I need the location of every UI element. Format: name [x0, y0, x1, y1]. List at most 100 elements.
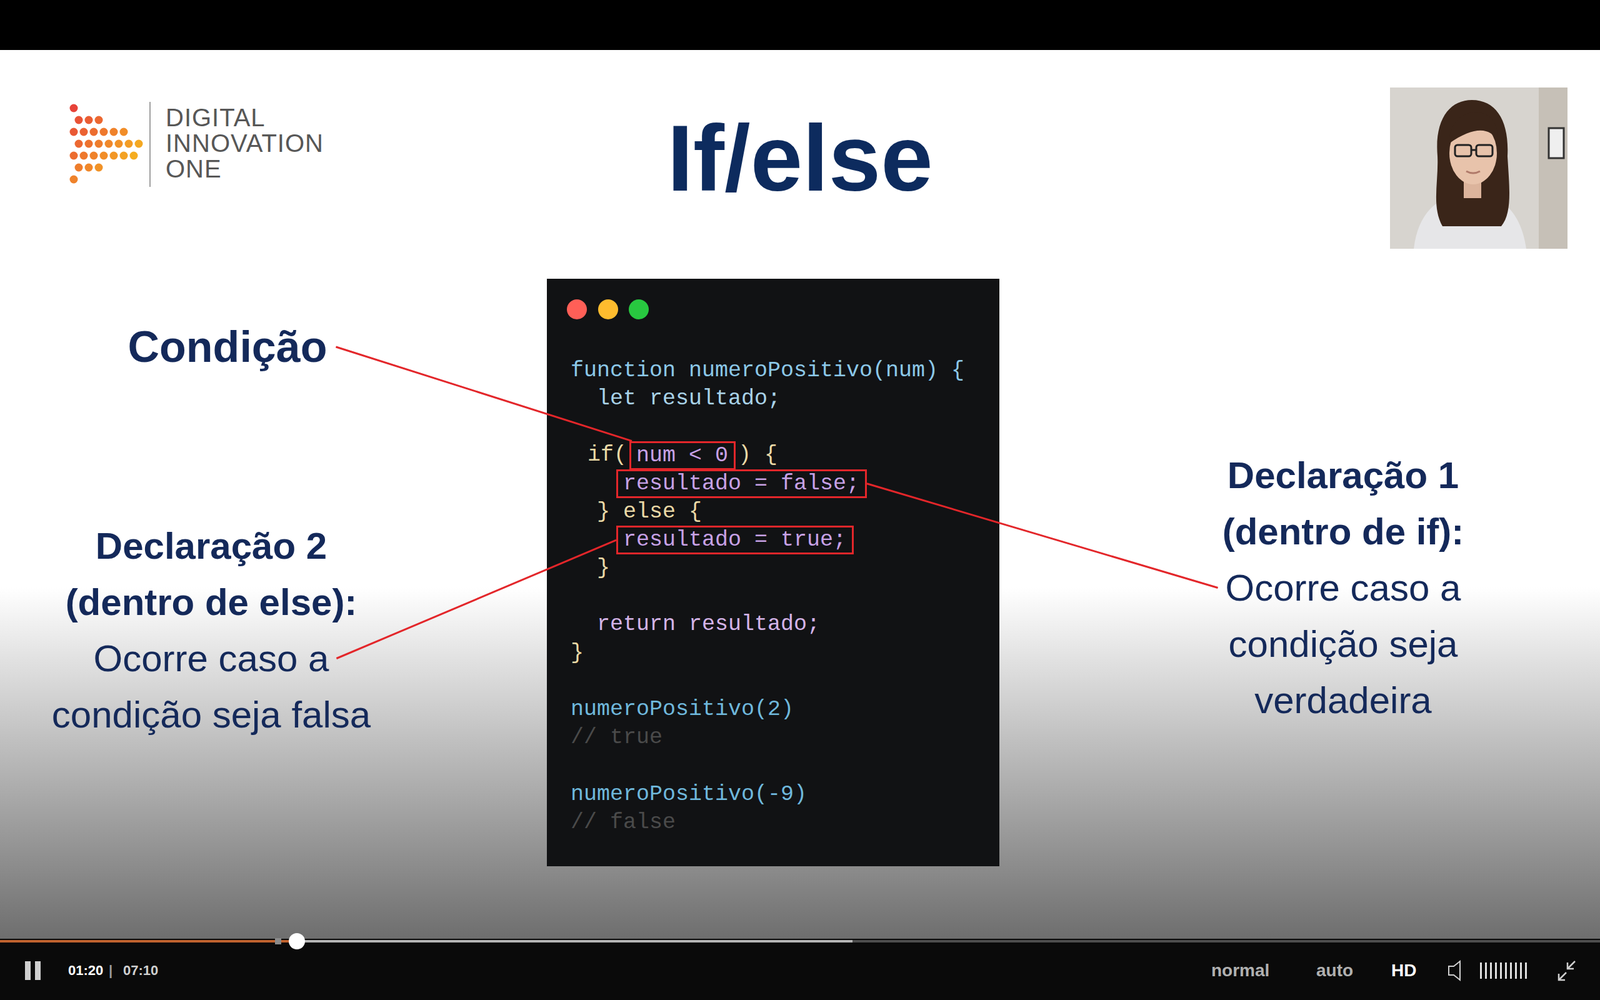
code-line: let resultado; — [596, 385, 781, 414]
highlight-box: resultado = true; — [616, 525, 854, 555]
code-text: if( — [587, 442, 627, 468]
code-line: } else { — [596, 498, 702, 527]
label-text: Ocorre caso a condição seja falsa — [51, 637, 371, 736]
progress-handle — [288, 933, 305, 950]
webcam-hair — [1436, 100, 1510, 227]
top-bar — [0, 0, 1600, 50]
logo-divider — [149, 101, 151, 187]
code-text: return resultado; — [596, 611, 820, 637]
logo-dot — [95, 163, 104, 172]
progress-played — [0, 940, 297, 943]
code-line: function numeroPositivo(num) { — [570, 356, 965, 385]
window-button — [566, 299, 587, 320]
volume-bar — [1485, 962, 1487, 979]
code-line: if( — [587, 441, 627, 470]
time-separator: | — [108, 961, 119, 980]
hd-badge: HD — [1391, 960, 1435, 982]
label-text: | — [108, 962, 113, 979]
code-text: let resultado; — [596, 386, 781, 412]
label-text: DIGITAL INNOVATION ONE — [165, 103, 324, 183]
logo-dot — [135, 140, 144, 149]
code-text: // false — [570, 810, 676, 835]
logo-dot — [120, 128, 129, 137]
pause-icon — [25, 961, 31, 980]
logo-dot — [125, 140, 134, 149]
volume-bar — [1490, 962, 1492, 979]
label-text: Ocorre caso a condição seja verdadeira — [1225, 566, 1462, 722]
code-text: resultado = false; — [623, 471, 860, 497]
label-text: Condição — [128, 322, 328, 372]
volume-icon — [1448, 961, 1460, 980]
callout-body: Ocorre caso a condição seja falsa — [42, 630, 380, 744]
webcam-mouth — [1466, 171, 1480, 174]
webcam-fringe — [1448, 112, 1498, 144]
label-text: 07:10 — [123, 962, 159, 979]
code-line: ) { — [738, 441, 778, 470]
control-bar — [0, 938, 1600, 1000]
code-text: resultado = true; — [623, 527, 847, 553]
webcam-glasses — [1471, 149, 1477, 152]
code-window-fill — [546, 278, 1000, 867]
volume-level — [1480, 962, 1527, 979]
callout-heading: Declaração 2 (dentro de else): — [42, 518, 380, 631]
window-button — [628, 299, 649, 320]
webcam-glasses — [1455, 145, 1472, 157]
volume-bar — [1510, 962, 1512, 979]
progress-buffered — [296, 940, 853, 943]
highlight-box: num < 0 — [629, 441, 736, 470]
code-text: numeroPositivo(-9) — [570, 781, 807, 807]
label-text: Declaração 1 (dentro de if): — [1222, 454, 1465, 553]
logo-dot — [90, 128, 99, 137]
label-text: HD — [1391, 960, 1417, 980]
code-text: numeroPositivo(2) — [570, 696, 794, 722]
volume-bar — [1525, 962, 1527, 979]
callout-heading: Condição — [40, 320, 415, 374]
code-line: numeroPositivo(-9) — [570, 780, 807, 809]
code-text: } else { — [596, 499, 702, 525]
label-text: 01:20 — [68, 962, 104, 979]
webcam-glasses — [1476, 145, 1493, 157]
logo-dot — [85, 140, 94, 149]
progress-marker — [275, 938, 282, 945]
speed-setting: normal — [1211, 960, 1287, 982]
logo-dot — [115, 140, 124, 149]
logo-dot — [85, 163, 94, 172]
webcam-shelf — [1538, 87, 1568, 249]
logo-dot — [85, 116, 94, 125]
callout-body: Ocorre caso a condição seja verdadeira — [1174, 560, 1512, 729]
logo-dot — [95, 116, 104, 125]
volume-bar — [1480, 962, 1482, 979]
logo-dot — [70, 175, 79, 184]
webcam-frame — [1548, 128, 1564, 159]
window-button — [598, 299, 619, 320]
logo-dot — [75, 116, 84, 125]
code-text: // true — [570, 725, 663, 750]
logo-dot — [110, 151, 119, 160]
logo-dot — [130, 151, 139, 160]
label-text: Declaração 2 (dentro de else): — [65, 525, 358, 624]
exit-fullscreen-icon — [1558, 961, 1575, 980]
logo-dot — [70, 128, 79, 137]
volume-bar — [1500, 962, 1502, 979]
volume-bar — [1495, 962, 1497, 979]
webcam-feed — [1390, 87, 1568, 249]
code-line: // true — [570, 723, 663, 752]
code-text: ) { — [738, 442, 778, 468]
label-text: normal — [1211, 960, 1270, 980]
logo-mark — [70, 104, 144, 184]
title-text: If/else — [666, 105, 933, 211]
code-line: // false — [570, 808, 676, 837]
logo-dot — [95, 140, 104, 149]
code-line: return resultado; — [596, 610, 820, 639]
code-line: } — [570, 639, 584, 668]
label-text: auto — [1316, 960, 1354, 980]
code-window: num < 0resultado = false; resultado = tru… — [546, 278, 1000, 867]
code-line: numeroPositivo(2) — [570, 695, 794, 724]
time-current: 01:20 — [68, 961, 112, 980]
logo-dot — [80, 151, 89, 160]
code-text: } — [596, 555, 610, 581]
code-text: function numeroPositivo(num) { — [570, 358, 965, 384]
logo-dot — [120, 151, 129, 160]
logo-wordmark: DIGITAL INNOVATION ONE — [165, 105, 372, 182]
progress-track — [0, 940, 1600, 943]
